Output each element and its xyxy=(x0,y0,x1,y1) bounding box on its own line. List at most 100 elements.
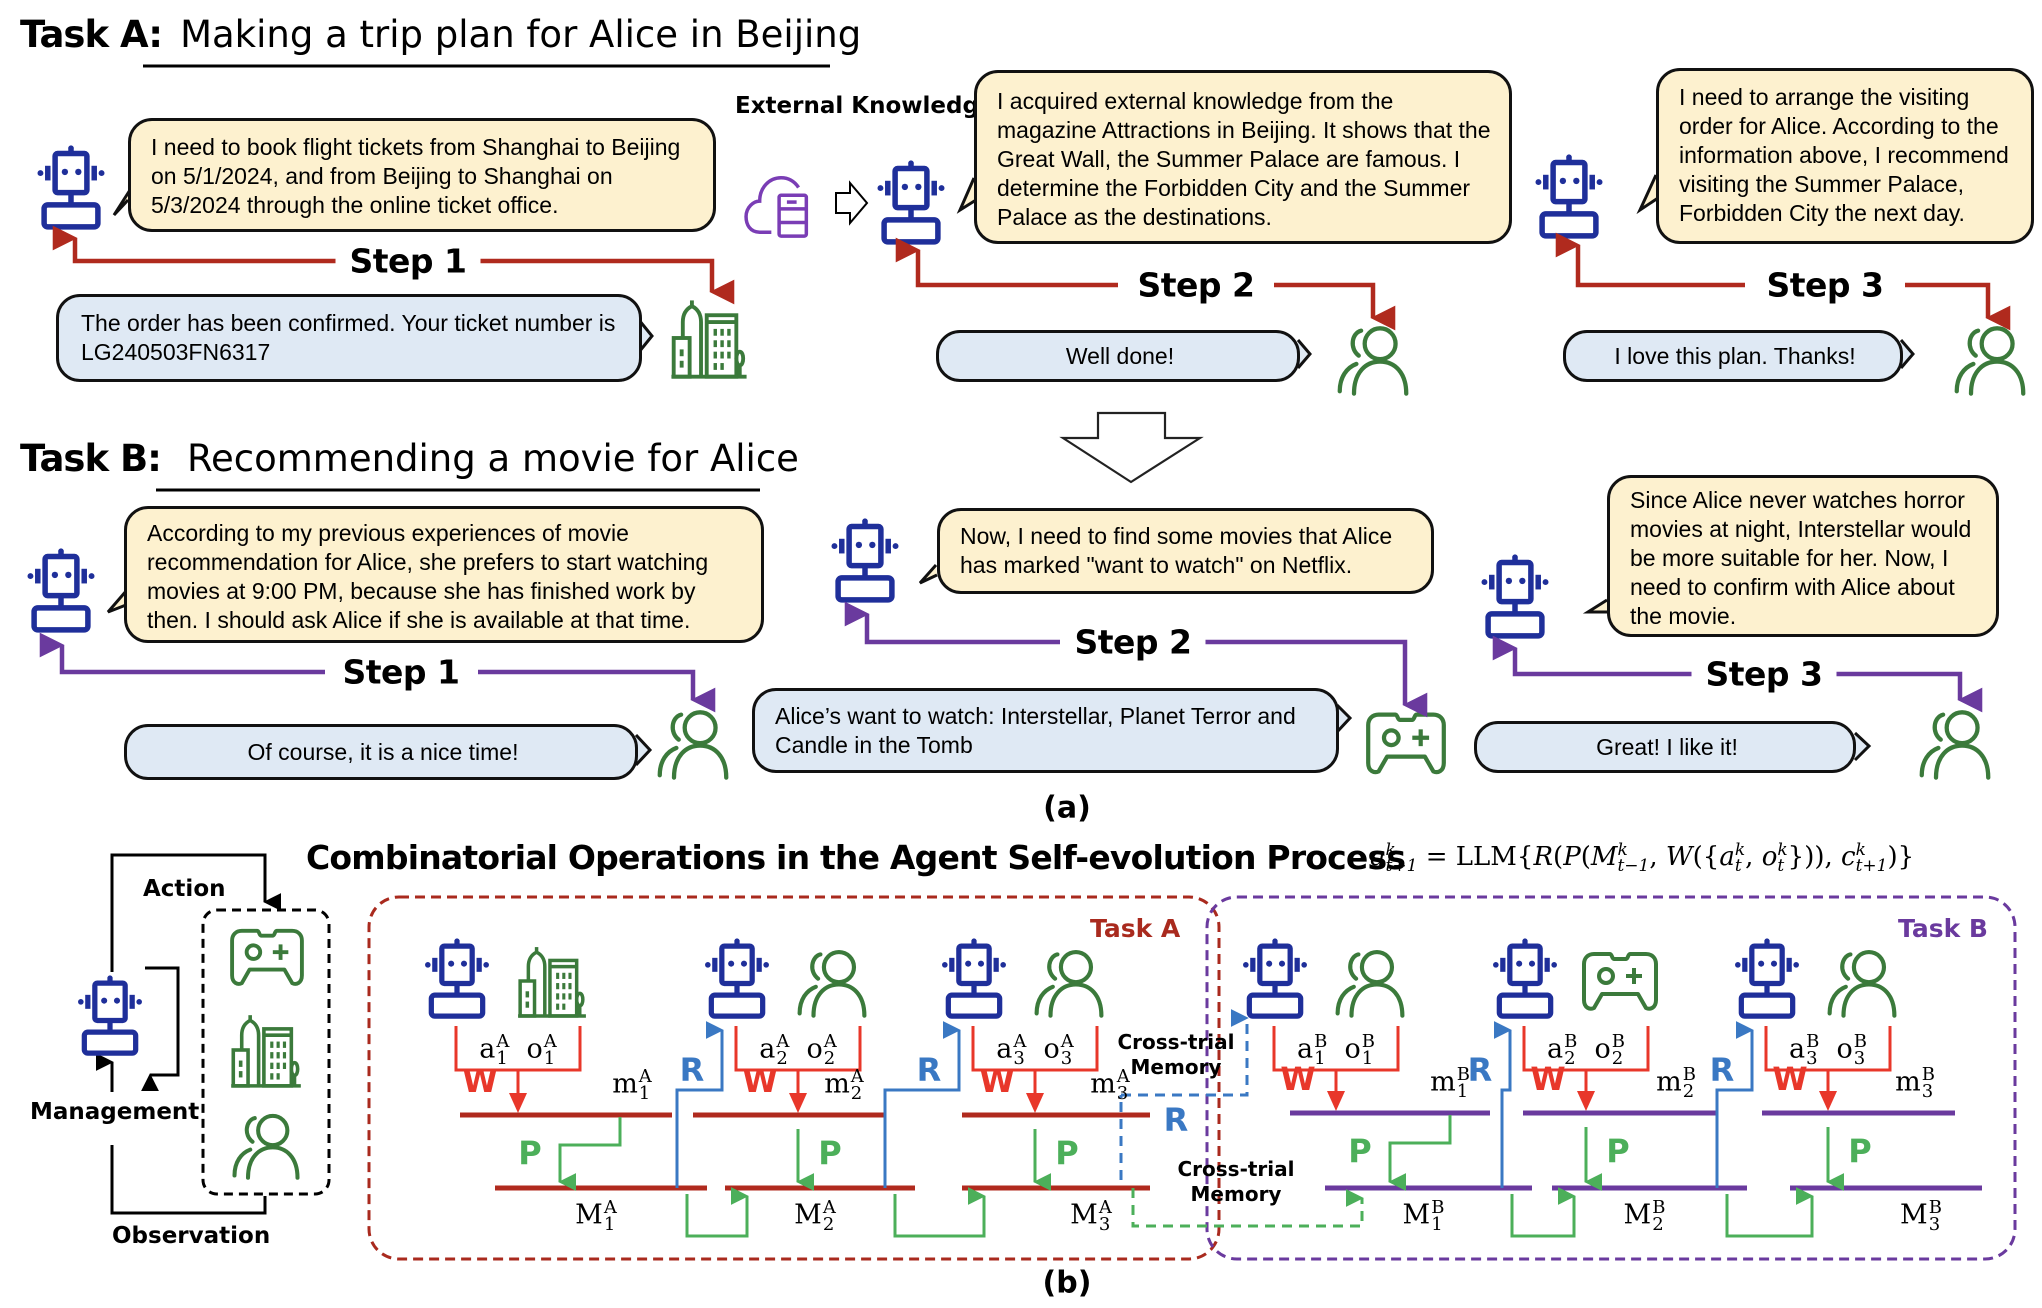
formula-sup: k xyxy=(1617,840,1628,860)
step-label: Step 3 xyxy=(1752,268,1898,302)
read-op-label: R xyxy=(1467,1051,1493,1089)
math-symbol: 1 xyxy=(1431,1214,1443,1235)
math-symbol: M xyxy=(1623,1199,1652,1231)
math-symbol: o xyxy=(526,1033,543,1065)
step3-b-connector-left xyxy=(1492,635,1695,677)
agent-bubble-task-b-step2: Now, I need to find some movies that Ali… xyxy=(937,508,1434,594)
robot-icon xyxy=(705,938,769,1016)
math-symbol: 1 xyxy=(543,1048,556,1069)
env-bubble-task-b-step1: Of course, it is a nice time! xyxy=(124,724,638,780)
process-op-label: P xyxy=(1348,1132,1372,1170)
math-symbol: 2 xyxy=(823,1048,836,1069)
read-op-label: R xyxy=(916,1051,942,1089)
task-b-box-label: Task B xyxy=(1898,914,1988,943)
math-symbol: B xyxy=(1456,1064,1470,1085)
read-arrow xyxy=(1715,1021,1754,1188)
write-arrowhead xyxy=(509,1093,527,1113)
robot-icon xyxy=(942,938,1006,1016)
math-symbol: m xyxy=(1090,1068,1116,1100)
write-arrowhead xyxy=(1577,1091,1595,1111)
math-symbol: 2 xyxy=(1611,1048,1624,1069)
math-symbol: 1 xyxy=(1314,1048,1326,1069)
step1-a-connector-right xyxy=(480,258,735,305)
math-symbol: a xyxy=(759,1033,776,1065)
step-label: Step 1 xyxy=(335,244,481,278)
env-bubble-task-b-step3: Great! I like it! xyxy=(1474,721,1856,773)
environment-box xyxy=(201,908,331,1196)
math-symbol: a xyxy=(1788,1033,1806,1065)
user-icon xyxy=(1957,328,2024,393)
building-icon xyxy=(516,945,588,1018)
math-symbol: A xyxy=(822,1197,836,1218)
math-symbol: 1 xyxy=(603,1214,616,1235)
agent-bubble-task-a-step3: I need to arrange the visiting order for… xyxy=(1656,68,2034,244)
bubble-tail xyxy=(1899,339,1915,369)
robot-icon xyxy=(28,548,95,630)
memory-carryover-arrow xyxy=(893,1187,986,1238)
math-symbol: m xyxy=(824,1068,850,1100)
gamepad-icon xyxy=(230,928,304,986)
hollow-down-arrow xyxy=(1059,411,1204,484)
robot-icon xyxy=(832,518,899,600)
hollow-right-arrow xyxy=(835,180,869,226)
bubble-tail xyxy=(634,733,653,767)
user-icon xyxy=(1922,712,1989,777)
math-symbol: B xyxy=(1564,1031,1578,1052)
math-symbol: a xyxy=(1546,1033,1564,1065)
env-bubble-task-a-step2: Well done! xyxy=(936,330,1300,382)
memory-carryover-arrow xyxy=(1510,1187,1576,1238)
step2-b-connector-left xyxy=(844,601,1060,645)
diagram-title: Combinatorial Operations in the Agent Se… xyxy=(306,838,1406,877)
cross-trial-memory-label: Cross-trial Memory xyxy=(1177,1157,1295,1206)
math-symbol: A xyxy=(823,1031,837,1052)
task-a-heading: Task A:Making a trip plan for Alice in B… xyxy=(20,14,861,54)
math-symbol: 1 xyxy=(1456,1081,1469,1102)
formula-P: P xyxy=(1563,842,1581,872)
math-symbol: 1 xyxy=(496,1048,508,1069)
process-arrow xyxy=(1388,1115,1452,1191)
action-loop-line xyxy=(110,853,282,972)
write-op-label: W xyxy=(1772,1060,1808,1098)
step-label: Step 3 xyxy=(1691,657,1837,691)
read-arrow xyxy=(675,1021,724,1188)
math-symbol: B xyxy=(1431,1197,1445,1218)
math-symbol: o xyxy=(1594,1033,1611,1065)
math-symbol: m xyxy=(612,1068,638,1100)
step1-b-connector-left xyxy=(39,632,325,675)
env-bubble-task-a-step3: I love this plan. Thanks! xyxy=(1563,330,1903,382)
math-symbol: 3 xyxy=(1013,1048,1025,1069)
formula-sub: t+1 xyxy=(1855,856,1888,876)
math-symbol: 2 xyxy=(1682,1081,1695,1102)
math-symbol: A xyxy=(603,1197,617,1218)
math-symbol: A xyxy=(1060,1031,1074,1052)
action-label: Action xyxy=(143,876,226,902)
observation-label: Observation xyxy=(112,1223,271,1249)
observation-loop-line xyxy=(110,1145,267,1215)
formula-llm: LLM xyxy=(1455,842,1517,872)
math-symbol: o xyxy=(1043,1033,1060,1065)
formula-W: W xyxy=(1665,842,1693,872)
process-arrow xyxy=(558,1117,622,1191)
math-symbol: B xyxy=(1652,1197,1666,1218)
formula-sup: k xyxy=(1777,840,1788,860)
read-op-label: R xyxy=(1709,1051,1735,1089)
